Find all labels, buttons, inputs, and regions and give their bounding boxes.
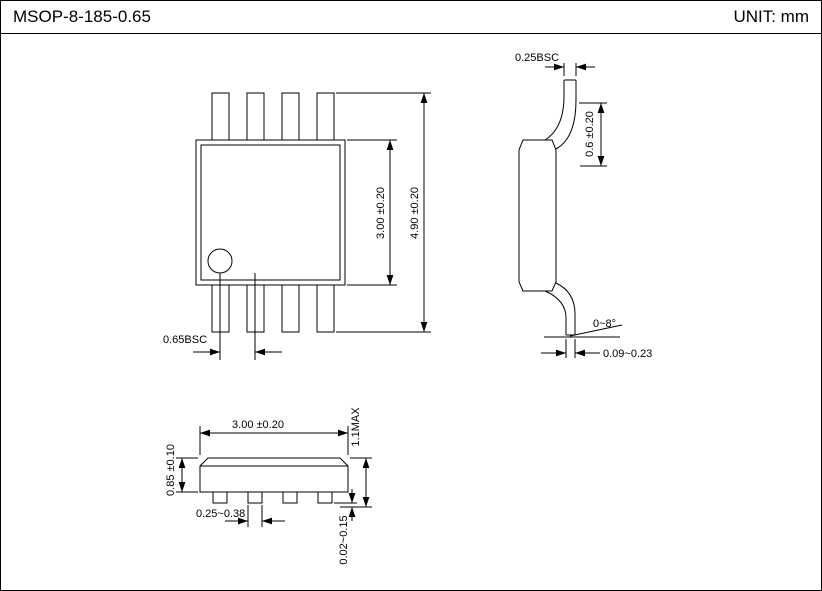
front-lead [212,491,228,504]
top-pin [281,92,300,142]
front-lead [282,491,298,504]
extension-line [219,273,256,360]
bottom-pin [281,283,300,333]
unit-label: UNIT: mm [733,7,809,26]
front-body-outline [199,457,349,493]
lead-angle-line [569,324,623,337]
package-title: MSOP-8-185-0.65 [13,7,151,26]
pitch-dim-label: 0.65BSC [163,334,207,346]
bottom-lead-edge [555,282,576,335]
extension-line [176,457,198,493]
top-lead-edge [544,80,565,141]
extension-line [563,63,577,76]
extension-line [336,92,431,333]
top-view-dimensions: 0.65BSC 3.00 ±0.20 4.90 ±0.20 [163,92,431,360]
lead-thickness-dim-label: 0.09~0.23 [603,348,652,360]
side-view-dimensions: 0.25BSC 0.6 ±0.20 0~8° 0.09~0.23 [515,52,652,360]
front-view-dimensions: 3.00 ±0.20 1.1MAX 0.85 ±0.10 0.25~0.38 0… [165,407,372,565]
side-view [518,79,623,338]
lead-angle-label: 0~8° [593,318,616,330]
overall-dim-label: 4.90 ±0.20 [409,187,421,239]
lead-foot-dim-label: 0.25~0.38 [196,508,245,520]
front-view [199,457,349,504]
drawing-canvas: 0.65BSC 3.00 ±0.20 4.90 ±0.20 [163,52,652,565]
side-body-outline [518,139,557,292]
top-pin [316,92,335,142]
bottom-lead-edge [544,290,567,335]
title-bar: MSOP-8-185-0.65 UNIT: mm [1,1,821,34]
top-pin [246,92,265,142]
top-lead-edge [555,80,577,150]
pin1-indicator [207,248,233,274]
lead-length-dim-label: 0.6 ±0.20 [584,111,596,157]
body-dim-label: 3.00 ±0.20 [375,187,387,239]
package-body-inner-line [200,144,341,281]
top-view [195,92,346,333]
extension-line [247,505,263,527]
top-pin [211,92,230,142]
front-lead [317,491,333,504]
extension-line [565,339,576,358]
front-lead [247,491,263,504]
body-height-dim-label: 0.85 ±0.10 [165,444,177,496]
body-width-dim-label: 3.00 ±0.20 [232,419,284,431]
lead-width-dim-label: 0.25BSC [515,52,559,64]
standoff-dim-label: 0.02~0.15 [338,515,350,564]
bottom-pin [316,283,335,333]
height-max-dim-label: 1.1MAX [350,407,362,447]
